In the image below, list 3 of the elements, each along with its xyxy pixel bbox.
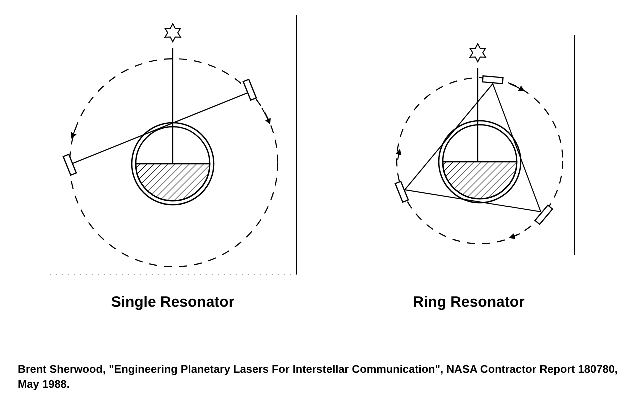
figure-label: Single Resonator: [111, 294, 235, 311]
citation-caption: Brent Sherwood, "Engineering Planetary Lasers For Interstellar Communication", NASA Contractor Report 180780, May 1988.: [18, 363, 618, 393]
figure-label: Ring Resonator: [413, 294, 525, 311]
